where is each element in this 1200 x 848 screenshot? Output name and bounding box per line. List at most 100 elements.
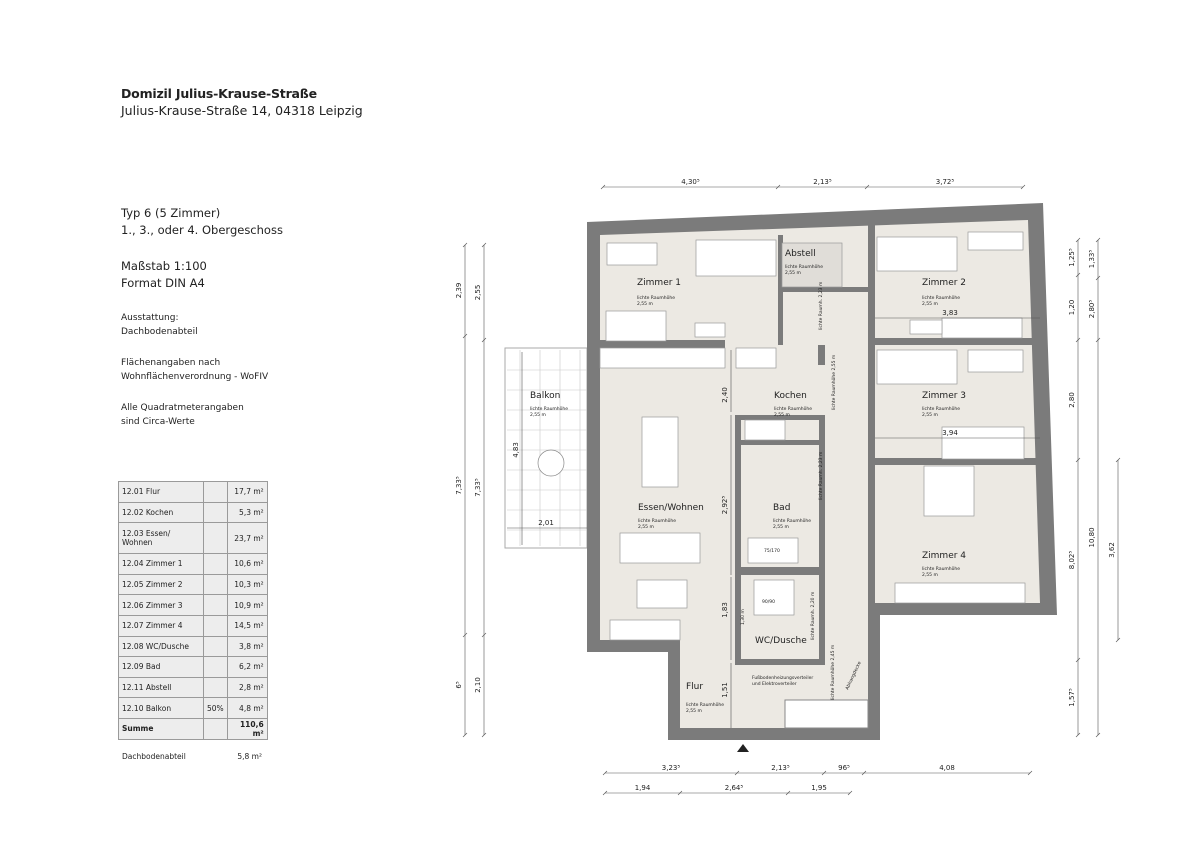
ceiling-height: lichte Raumhöhe [922, 295, 960, 301]
sum-value: 110,6 m² [226, 717, 268, 740]
room-labels: Zimmer 1 Abstell Zimmer 2 Zimmer 3 Zimme… [530, 249, 966, 692]
area-area: 5,3 m² [226, 501, 268, 524]
dimension-label: 2,13⁵ [771, 764, 790, 772]
dimension-label: 1,57⁵ [1068, 688, 1076, 707]
dimension-line [775, 184, 781, 190]
dimension-line [481, 242, 487, 248]
area-note: Flächenangaben nach Wohnflächenverordnun… [121, 356, 268, 384]
area-row: 12.03 Essen/ Wohnen 23,7 m² [118, 522, 268, 555]
dimension-line [1027, 770, 1033, 776]
dimension-label: 1,95 [811, 784, 827, 792]
ceiling-height: lichte Raumhöhe [638, 518, 676, 524]
dimension-line [481, 337, 487, 343]
dimension-label: 10,80 [1088, 527, 1096, 547]
ceiling-height: lichte Raumhöhe [785, 264, 823, 270]
equipment-label: Ausstattung: [121, 313, 179, 323]
ceiling-height: 2,55 m [774, 412, 790, 418]
info-block-scale: Maßstab 1:100 Format DIN A4 [121, 258, 207, 292]
dimension-label: 1,25⁵ [1068, 248, 1076, 267]
dimension-line [462, 732, 468, 738]
dimension-label: 6⁵ [455, 681, 463, 688]
dimension-label: 2,64⁵ [725, 784, 744, 792]
note-verteiler: und Elektroverteiler [752, 681, 797, 687]
ceiling-height: lichte Raumhöhe [774, 406, 812, 412]
area-room: 12.03 Essen/ Wohnen [118, 522, 204, 555]
dimension-label: 2,01 [538, 519, 554, 527]
ceiling-height: 2,55 m [773, 524, 789, 530]
dimension-label: 1,94 [635, 784, 651, 792]
extra-label: Dachbodenabteil [122, 752, 186, 761]
ceiling-height: 2,55 m [922, 572, 938, 578]
plan-notes: Fußbodenheizungsverteiler und Elektrover… [740, 282, 863, 700]
note-height: 1,30 m [740, 609, 746, 625]
area-area: 23,7 m² [226, 522, 268, 555]
project-address: Julius-Krause-Straße 14, 04318 Leipzig [121, 103, 363, 118]
note-height: lichte Raumhöhe 2,45 m [830, 645, 836, 700]
furniture [599, 231, 1026, 641]
dimension-label: 7,33⁵ [474, 478, 482, 497]
sink-icon [744, 419, 786, 441]
dimension-line [1075, 337, 1081, 343]
entrance-arrow-icon [737, 744, 749, 752]
info-block-type: Typ 6 (5 Zimmer) 1., 3., oder 4. Oberges… [121, 205, 283, 239]
dimension-label: 1,20 [1068, 300, 1076, 316]
room-zimmer-1: Zimmer 1 [637, 278, 681, 288]
dimension-label: 3,83 [942, 309, 958, 317]
dimension-label: 2,80 [1068, 392, 1076, 408]
ceiling-height: 2,55 m [686, 708, 702, 714]
dimension-label: 2,10 [474, 677, 482, 693]
dimension-line [734, 770, 740, 776]
dimension-label: 96⁵ [838, 764, 850, 772]
balcony [504, 347, 588, 549]
room-balkon: Balkon [530, 391, 560, 401]
room-abstell: Abstell [785, 249, 816, 259]
approx-note: Alle Quadratmeterangaben sind Circa-Wert… [121, 401, 244, 429]
dimension-line [600, 184, 606, 190]
room-wc-dusche: WC/Dusche [755, 636, 807, 646]
dimension-line [1095, 275, 1101, 281]
scale: Maßstab 1:100 [121, 259, 207, 273]
dimension-label: 4,08 [939, 764, 955, 772]
ceiling-height: 2,55 m [638, 524, 654, 530]
ceiling-height: 2,55 m [922, 301, 938, 307]
note-height: lichte Raumh. 2,23 m [818, 282, 824, 330]
dimension-line [1075, 237, 1081, 243]
dimension-label: 8,02⁵ [1068, 551, 1076, 570]
equipment-block: Ausstattung: Dachbodenabteil [121, 311, 198, 339]
ceiling-height: 2,55 m [785, 270, 801, 276]
dimension-label: 2,92⁵ [721, 496, 729, 515]
area-note-line: Wohnflächenverordnung - WoFIV [121, 372, 269, 382]
dimension-label: 2,13⁵ [813, 178, 832, 186]
shower-icon [753, 579, 795, 616]
dimension-label: 4,30⁵ [681, 178, 700, 186]
dimension-line [1115, 637, 1121, 643]
dimension-label: 1,51 [721, 682, 729, 698]
room-zimmer-2: Zimmer 2 [922, 278, 966, 288]
ceiling-height: 2,55 m [922, 412, 938, 418]
dimension-line [602, 770, 608, 776]
apartment-type: Typ 6 (5 Zimmer) [121, 206, 221, 220]
dimension-line [847, 790, 853, 796]
dimension-line [1075, 457, 1081, 463]
dimension-line [1095, 237, 1101, 243]
dimension-line [677, 790, 683, 796]
dimension-label: 3,72⁵ [936, 178, 955, 186]
dimension-line [1075, 732, 1081, 738]
ceiling-height: 2,55 m [530, 412, 546, 418]
dimension-line [864, 184, 870, 190]
ceiling-height: lichte Raumhöhe [773, 518, 811, 524]
dimension-label: 1,83 [721, 602, 729, 618]
room-zimmer-4: Zimmer 4 [922, 551, 966, 561]
dimension-label: 7,33⁵ [455, 476, 463, 495]
room-essen-wohnen: Essen/Wohnen [638, 503, 704, 513]
dimension-label: 2,39 [455, 283, 463, 299]
